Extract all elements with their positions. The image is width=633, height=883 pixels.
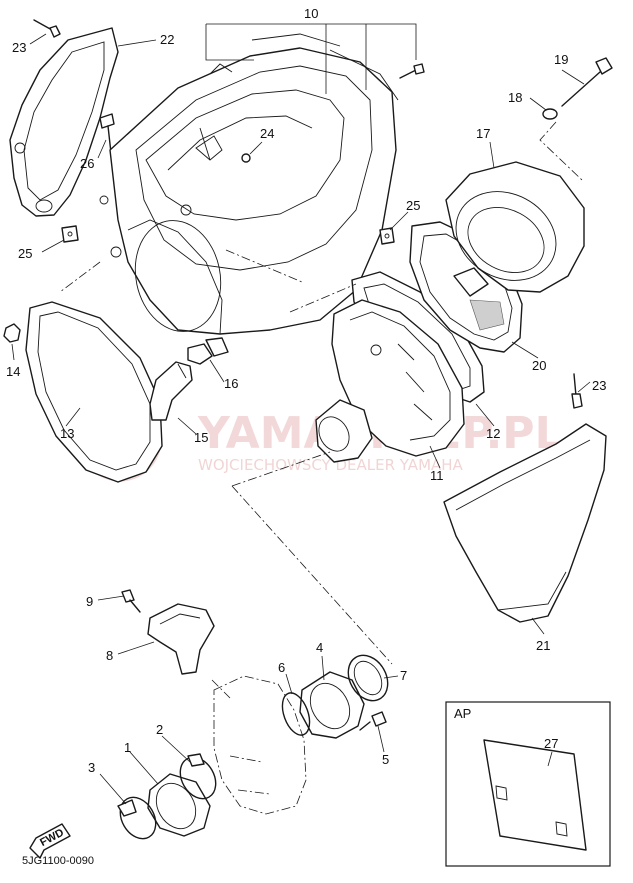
part-9-bolt	[121, 589, 141, 613]
part-10-air-box	[99, 33, 399, 335]
part-27-label-sheet	[483, 739, 587, 851]
assembly-lines	[59, 249, 393, 699]
part-6-o-ring	[281, 692, 311, 736]
callout-11: 11	[430, 468, 444, 483]
part-15-hose	[149, 361, 193, 421]
callout-25a: 25	[18, 246, 32, 261]
part-20-filter-holder	[409, 221, 523, 353]
callout-19: 19	[554, 52, 568, 67]
part-8-bracket	[147, 603, 215, 675]
inset-label: AP	[454, 706, 471, 721]
part-23-screw-right	[571, 373, 583, 409]
part-24-washer	[241, 153, 251, 163]
part-21-side-cover	[443, 423, 607, 623]
callout-23a: 23	[12, 40, 26, 55]
callout-24: 24	[260, 126, 274, 141]
callout-4: 4	[316, 640, 323, 655]
callout-20: 20	[532, 358, 546, 373]
callout-1: 1	[124, 740, 131, 755]
part-19-bolt	[539, 57, 613, 181]
callout-21: 21	[536, 638, 550, 653]
part-16-clamp	[187, 337, 229, 365]
part-23-screw-left	[33, 19, 61, 38]
fwd-arrow-icon: FWD	[29, 823, 71, 859]
callout-3: 3	[88, 760, 95, 775]
part-25-clip-right	[379, 227, 395, 245]
callout-6: 6	[278, 660, 285, 675]
callout-16: 16	[224, 376, 238, 391]
callout-12: 12	[486, 426, 500, 441]
callout-13: 13	[60, 426, 74, 441]
callout-2: 2	[156, 722, 163, 737]
watermark-tagline: WOJCIECHOWSCY DEALER YAMAHA	[198, 456, 464, 474]
part-13-gasket	[25, 301, 163, 483]
callout-25b: 25	[406, 198, 420, 213]
callout-5: 5	[382, 752, 389, 767]
callout-23b: 23	[592, 378, 606, 393]
callout-22: 22	[160, 32, 174, 47]
callout-8: 8	[106, 648, 113, 663]
part-17-air-filter	[445, 161, 585, 293]
callout-9: 9	[86, 594, 93, 609]
part-25-clip-left	[61, 225, 79, 243]
inset-ap: AP 27	[445, 701, 611, 867]
part-11-filter-cage	[315, 299, 465, 463]
part-18-washer	[542, 108, 558, 120]
callout-27: 27	[544, 736, 558, 751]
engine-head-outline	[213, 675, 307, 815]
leader-lines	[11, 23, 591, 805]
part-3-clamp	[117, 796, 157, 840]
part-4-carb-joint	[299, 671, 365, 739]
part-7-clamp	[347, 654, 389, 702]
part-5-bolt	[359, 711, 387, 731]
diagram-code: 5JG1100-0090	[22, 855, 94, 867]
part-10-screw	[399, 63, 425, 79]
callout-7: 7	[400, 668, 407, 683]
callout-labels: 10 23 22 26 24 25 25 19 18 17 20 12 11 2…	[6, 6, 606, 775]
part-22-side-cover	[9, 27, 119, 217]
part-14-nut	[3, 323, 21, 343]
callout-17: 17	[476, 126, 490, 141]
callout-15: 15	[194, 430, 208, 445]
part-1-joint	[147, 773, 211, 837]
callout-10: 10	[304, 6, 318, 21]
callout-26: 26	[80, 156, 94, 171]
callout-18: 18	[508, 90, 522, 105]
callout-14: 14	[6, 364, 20, 379]
